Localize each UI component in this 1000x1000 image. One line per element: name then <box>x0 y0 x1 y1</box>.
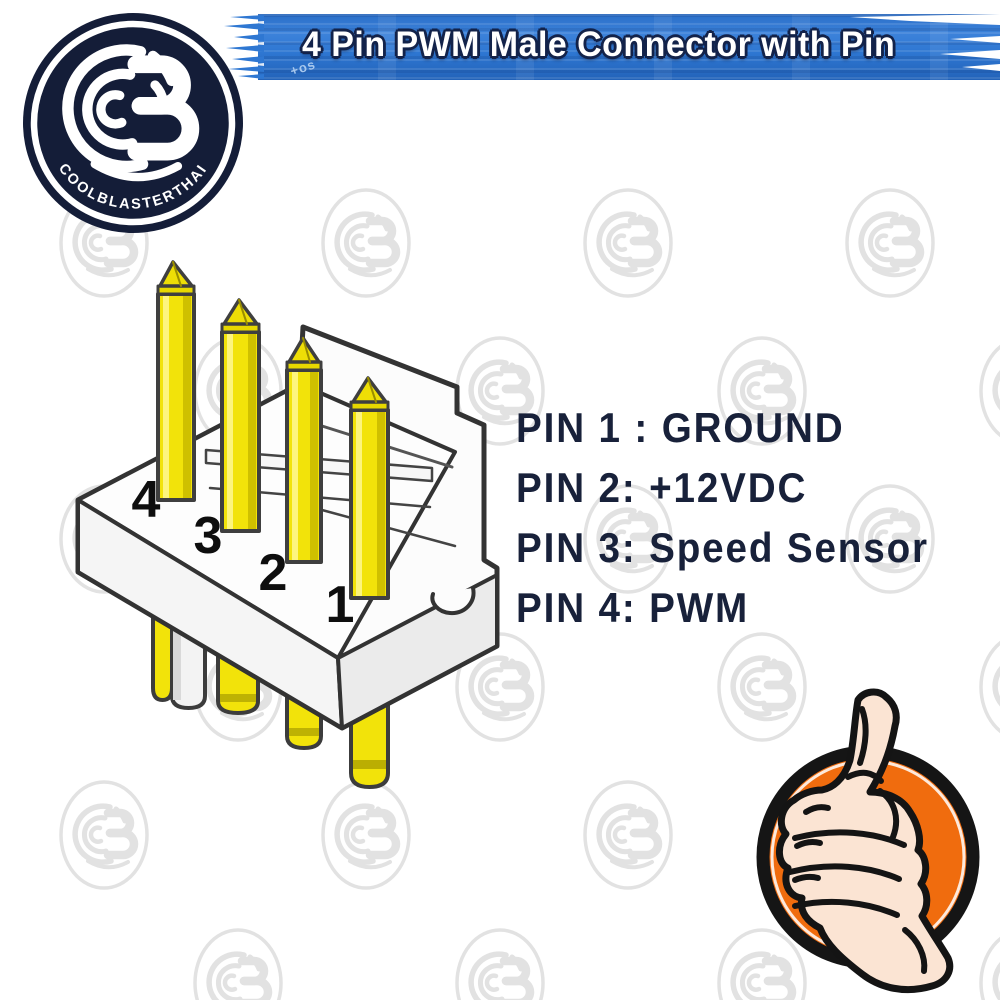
watermark-logo <box>61 782 147 888</box>
page-title: 4 Pin PWM Male Connector with Pin <box>302 25 896 64</box>
cb-monogram-icon <box>62 44 200 182</box>
watermark-logo <box>323 190 409 296</box>
brush-fringe-left <box>224 15 264 79</box>
watermark-logo <box>719 930 805 1000</box>
watermark-logo <box>719 634 805 740</box>
pinout-line: PIN 1 : GROUND <box>516 404 845 451</box>
watermark-logo <box>323 782 409 888</box>
watermark-logo <box>323 486 409 592</box>
watermark-logo <box>61 486 147 592</box>
watermark-logo <box>981 634 1000 740</box>
watermark-logo <box>195 930 281 1000</box>
brand-logo: COOLBLASTERTHAI <box>23 13 243 233</box>
logo-ring <box>30 20 236 226</box>
watermark-logo <box>457 930 543 1000</box>
watermark-logo <box>585 190 671 296</box>
watermark-logo <box>847 190 933 296</box>
pinout-list: PIN 1 : GROUND PIN 2: +12VDC PIN 3: Spee… <box>516 398 965 638</box>
watermark-logo <box>195 634 281 740</box>
pinout-line: PIN 4: PWM <box>516 584 750 631</box>
banner-brush-band <box>258 14 1000 80</box>
watermark-logo <box>847 782 933 888</box>
watermark-logo <box>981 930 1000 1000</box>
brush-fringe-right <box>850 14 1000 71</box>
watermark-logo <box>585 782 671 888</box>
watermark-logo <box>981 338 1000 444</box>
watermark-logo <box>195 338 281 444</box>
watermark-logo <box>457 634 543 740</box>
pinout-line: PIN 3: Speed Sensor <box>516 524 929 571</box>
pinout-line: PIN 2: +12VDC <box>516 464 808 511</box>
title-banner: 4 Pin PWM Male Connector with Pin +os <box>224 12 1000 82</box>
